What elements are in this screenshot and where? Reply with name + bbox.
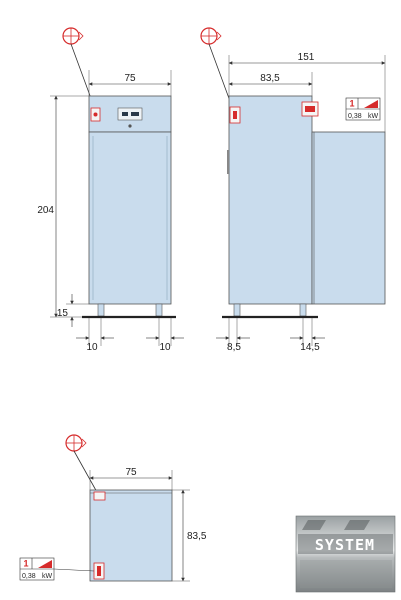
dimension-right-offset: 10: [159, 342, 171, 353]
front-view: 75 204 15 10 10: [37, 27, 184, 353]
power-phase: 1: [349, 99, 354, 109]
dimension-body-depth: 83,5: [260, 73, 280, 84]
water-connection-icon: [65, 434, 99, 495]
control-panel-display: [117, 107, 143, 121]
foot: [299, 303, 307, 317]
lock-icon: [128, 124, 132, 128]
cabinet-front-door: [88, 131, 172, 305]
logo-text: SYSTEM: [315, 536, 375, 554]
dimension-height: 204: [37, 205, 54, 216]
dimension-depth: 83,5: [187, 531, 207, 542]
power-unit: kW: [368, 113, 379, 120]
dimension-left-offset: 8,5: [227, 342, 241, 353]
cabinet-side-body: [228, 95, 313, 305]
dimension-width: 75: [125, 467, 137, 478]
power-value: 0,38: [348, 113, 362, 120]
connection-port: [93, 491, 106, 501]
power-unit: kW: [42, 573, 53, 580]
foot: [97, 303, 105, 317]
foot: [233, 303, 241, 317]
dimension-width: 75: [124, 73, 136, 84]
handle: [227, 150, 229, 174]
top-view: 75 83,5 1 0,38 kW: [19, 434, 207, 582]
power-badge: 1 0,38 kW: [19, 557, 95, 581]
side-view: 1 0,38 kW 151 83,5 8,5 14,5: [200, 27, 386, 353]
dimension-right-offset: 14,5: [300, 342, 320, 353]
power-badge: 1 0,38 kW: [345, 97, 381, 121]
open-door: [311, 131, 386, 305]
dimension-left-offset: 10: [86, 342, 98, 353]
dimension-foot-height: 15: [57, 308, 69, 319]
power-value: 0,38: [22, 573, 36, 580]
foot: [155, 303, 163, 317]
dimension-total-depth: 151: [298, 52, 315, 63]
power-phase: 1: [23, 559, 28, 569]
system-logo: SYSTEM: [295, 515, 396, 593]
